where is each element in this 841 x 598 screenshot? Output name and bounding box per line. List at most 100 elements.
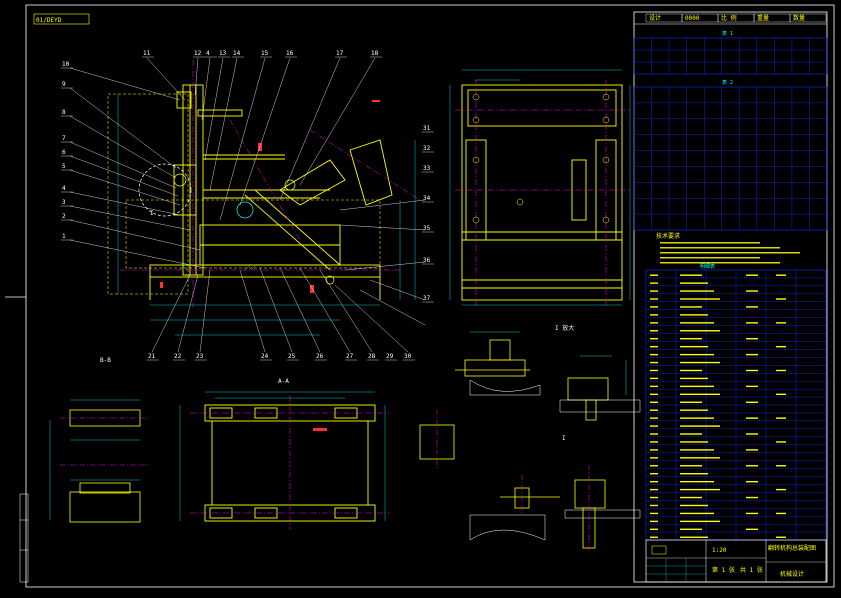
balloon-right-1: 32 — [422, 145, 434, 153]
view-label-detail-main: I — [562, 435, 566, 442]
balloon-top-6: 16 — [285, 50, 297, 58]
balloon-label: 30 — [404, 353, 412, 360]
view-label-detail-small: I — [150, 210, 154, 217]
balloon-top-1: 12 — [193, 50, 205, 58]
balloon-label: 6 — [62, 149, 66, 156]
balloon-label: 24 — [261, 353, 269, 360]
scale-value: 1:20 — [712, 547, 727, 554]
balloon-label: 16 — [286, 50, 294, 57]
balloon-left-7: 3 — [61, 199, 73, 207]
vertical-post — [173, 84, 285, 276]
balloon-label: 22 — [174, 353, 182, 360]
leaders-right — [339, 199, 426, 326]
tech-title: 技术要求 — [656, 232, 680, 240]
balloon-label: 21 — [148, 353, 156, 360]
leaders-bottom — [151, 267, 409, 353]
balloon-bottom-2: 23 — [195, 353, 207, 361]
company-name: 机械设计 — [780, 570, 804, 578]
table-2-title: 表 2 — [722, 79, 733, 86]
table-2: 表 2 — [633, 79, 828, 231]
corner-tag-text: 01/DEYD — [36, 17, 62, 24]
balloon-left-1: 9 — [61, 81, 73, 89]
bom-table: 明细表 — [645, 263, 827, 541]
dimensions — [117, 94, 416, 336]
balloon-right-2: 33 — [422, 165, 434, 173]
corner-tag: 01/DEYD — [33, 13, 90, 25]
balloon-label: 1 — [62, 233, 66, 240]
balloon-label: 14 — [233, 50, 241, 57]
balloon-label: 37 — [423, 295, 431, 302]
balloon-right-4: 35 — [422, 225, 434, 233]
table-1-title: 表 1 — [722, 30, 733, 37]
balloon-label: 25 — [288, 353, 296, 360]
balloon-bottom-5: 26 — [315, 353, 327, 361]
centerlines — [120, 60, 421, 310]
table-1: 表 1 — [633, 30, 828, 75]
balloon-label: 36 — [423, 257, 431, 264]
balloon-bottom-7: 28 — [367, 353, 379, 361]
header-cell: 比 例 — [721, 14, 737, 22]
section-plan-view[interactable]: A-A — [179, 378, 390, 530]
balloon-top-3: 13 — [218, 50, 230, 58]
balloon-right-0: 31 — [422, 125, 434, 133]
logo-mark — [651, 545, 667, 555]
view-label-detail-ref: I 放大 — [555, 324, 574, 332]
balloon-left-9: 1 — [61, 233, 73, 241]
balloon-group-bottom: 21 22 23 24 25 26 27 28 29 30 — [147, 353, 415, 361]
balloon-label: 27 — [346, 353, 354, 360]
balloon-label: 11 — [143, 50, 151, 57]
balloon-bottom-9: 30 — [403, 353, 415, 361]
tech-requirements: 技术要求 — [656, 232, 800, 264]
sheet-border — [5, 4, 835, 588]
balloon-left-0: 10 — [61, 61, 73, 69]
header-cell: 设计 — [649, 14, 661, 22]
balloon-group-left: 10 9 8 7 6 5 4 3 2 1 — [61, 61, 73, 241]
detail-view-upper[interactable]: I 放大 I — [455, 324, 641, 442]
balloon-label: 33 — [423, 165, 431, 172]
header-cell: 数量 — [793, 14, 805, 22]
view-label-side: B-B — [100, 357, 111, 364]
balloon-top-4: 14 — [232, 50, 244, 58]
balloon-label: 29 — [386, 353, 394, 360]
balloon-label: 4 — [206, 50, 210, 57]
balloon-label: 12 — [194, 50, 202, 57]
right-frame-view[interactable] — [449, 69, 631, 306]
balloon-right-5: 36 — [422, 257, 434, 265]
balloon-label: 3 — [62, 199, 66, 206]
balloon-bottom-8: 29 — [385, 353, 397, 361]
balloon-right-6: 37 — [422, 295, 434, 303]
balloon-label: 10 — [62, 61, 70, 68]
balloon-left-3: 7 — [61, 135, 73, 143]
balloon-label: 13 — [219, 50, 227, 57]
balloon-left-5: 5 — [61, 163, 73, 171]
leaders-top — [146, 57, 376, 221]
base-beam — [149, 224, 381, 300]
balloon-right-3: 34 — [422, 195, 434, 203]
header-cell: 重量 — [757, 14, 769, 22]
balloon-left-8: 2 — [61, 213, 73, 221]
right-tables-panel[interactable]: 设计 0000 比 例 重量 数量 表 1 表 2 技术要求 明细表 — [633, 11, 828, 583]
balloon-top-5: 15 — [260, 50, 272, 58]
left-side-strip — [19, 493, 29, 583]
balloon-label: 34 — [423, 195, 431, 202]
balloon-top-0: 11 — [142, 50, 154, 58]
header-cell: 0000 — [685, 15, 700, 22]
balloon-left-6: 4 — [61, 185, 73, 193]
balloon-label: 4 — [62, 185, 66, 192]
balloon-top-7: 17 — [335, 50, 347, 58]
leaders-left — [69, 67, 206, 269]
balloon-left-2: 8 — [61, 109, 73, 117]
bom-title: 明细表 — [700, 263, 715, 270]
lower-left-views[interactable] — [49, 399, 150, 523]
balloon-label: 32 — [423, 145, 431, 152]
header-cells: 设计 0000 比 例 重量 数量 — [645, 13, 827, 23]
balloon-label: 9 — [62, 81, 66, 88]
balloon-top-2: 4 — [205, 50, 217, 58]
balloon-group-right: 31 32 33 34 35 36 37 — [422, 125, 434, 303]
balloon-bottom-1: 22 — [173, 353, 185, 361]
detail-view-lower[interactable] — [419, 410, 641, 550]
